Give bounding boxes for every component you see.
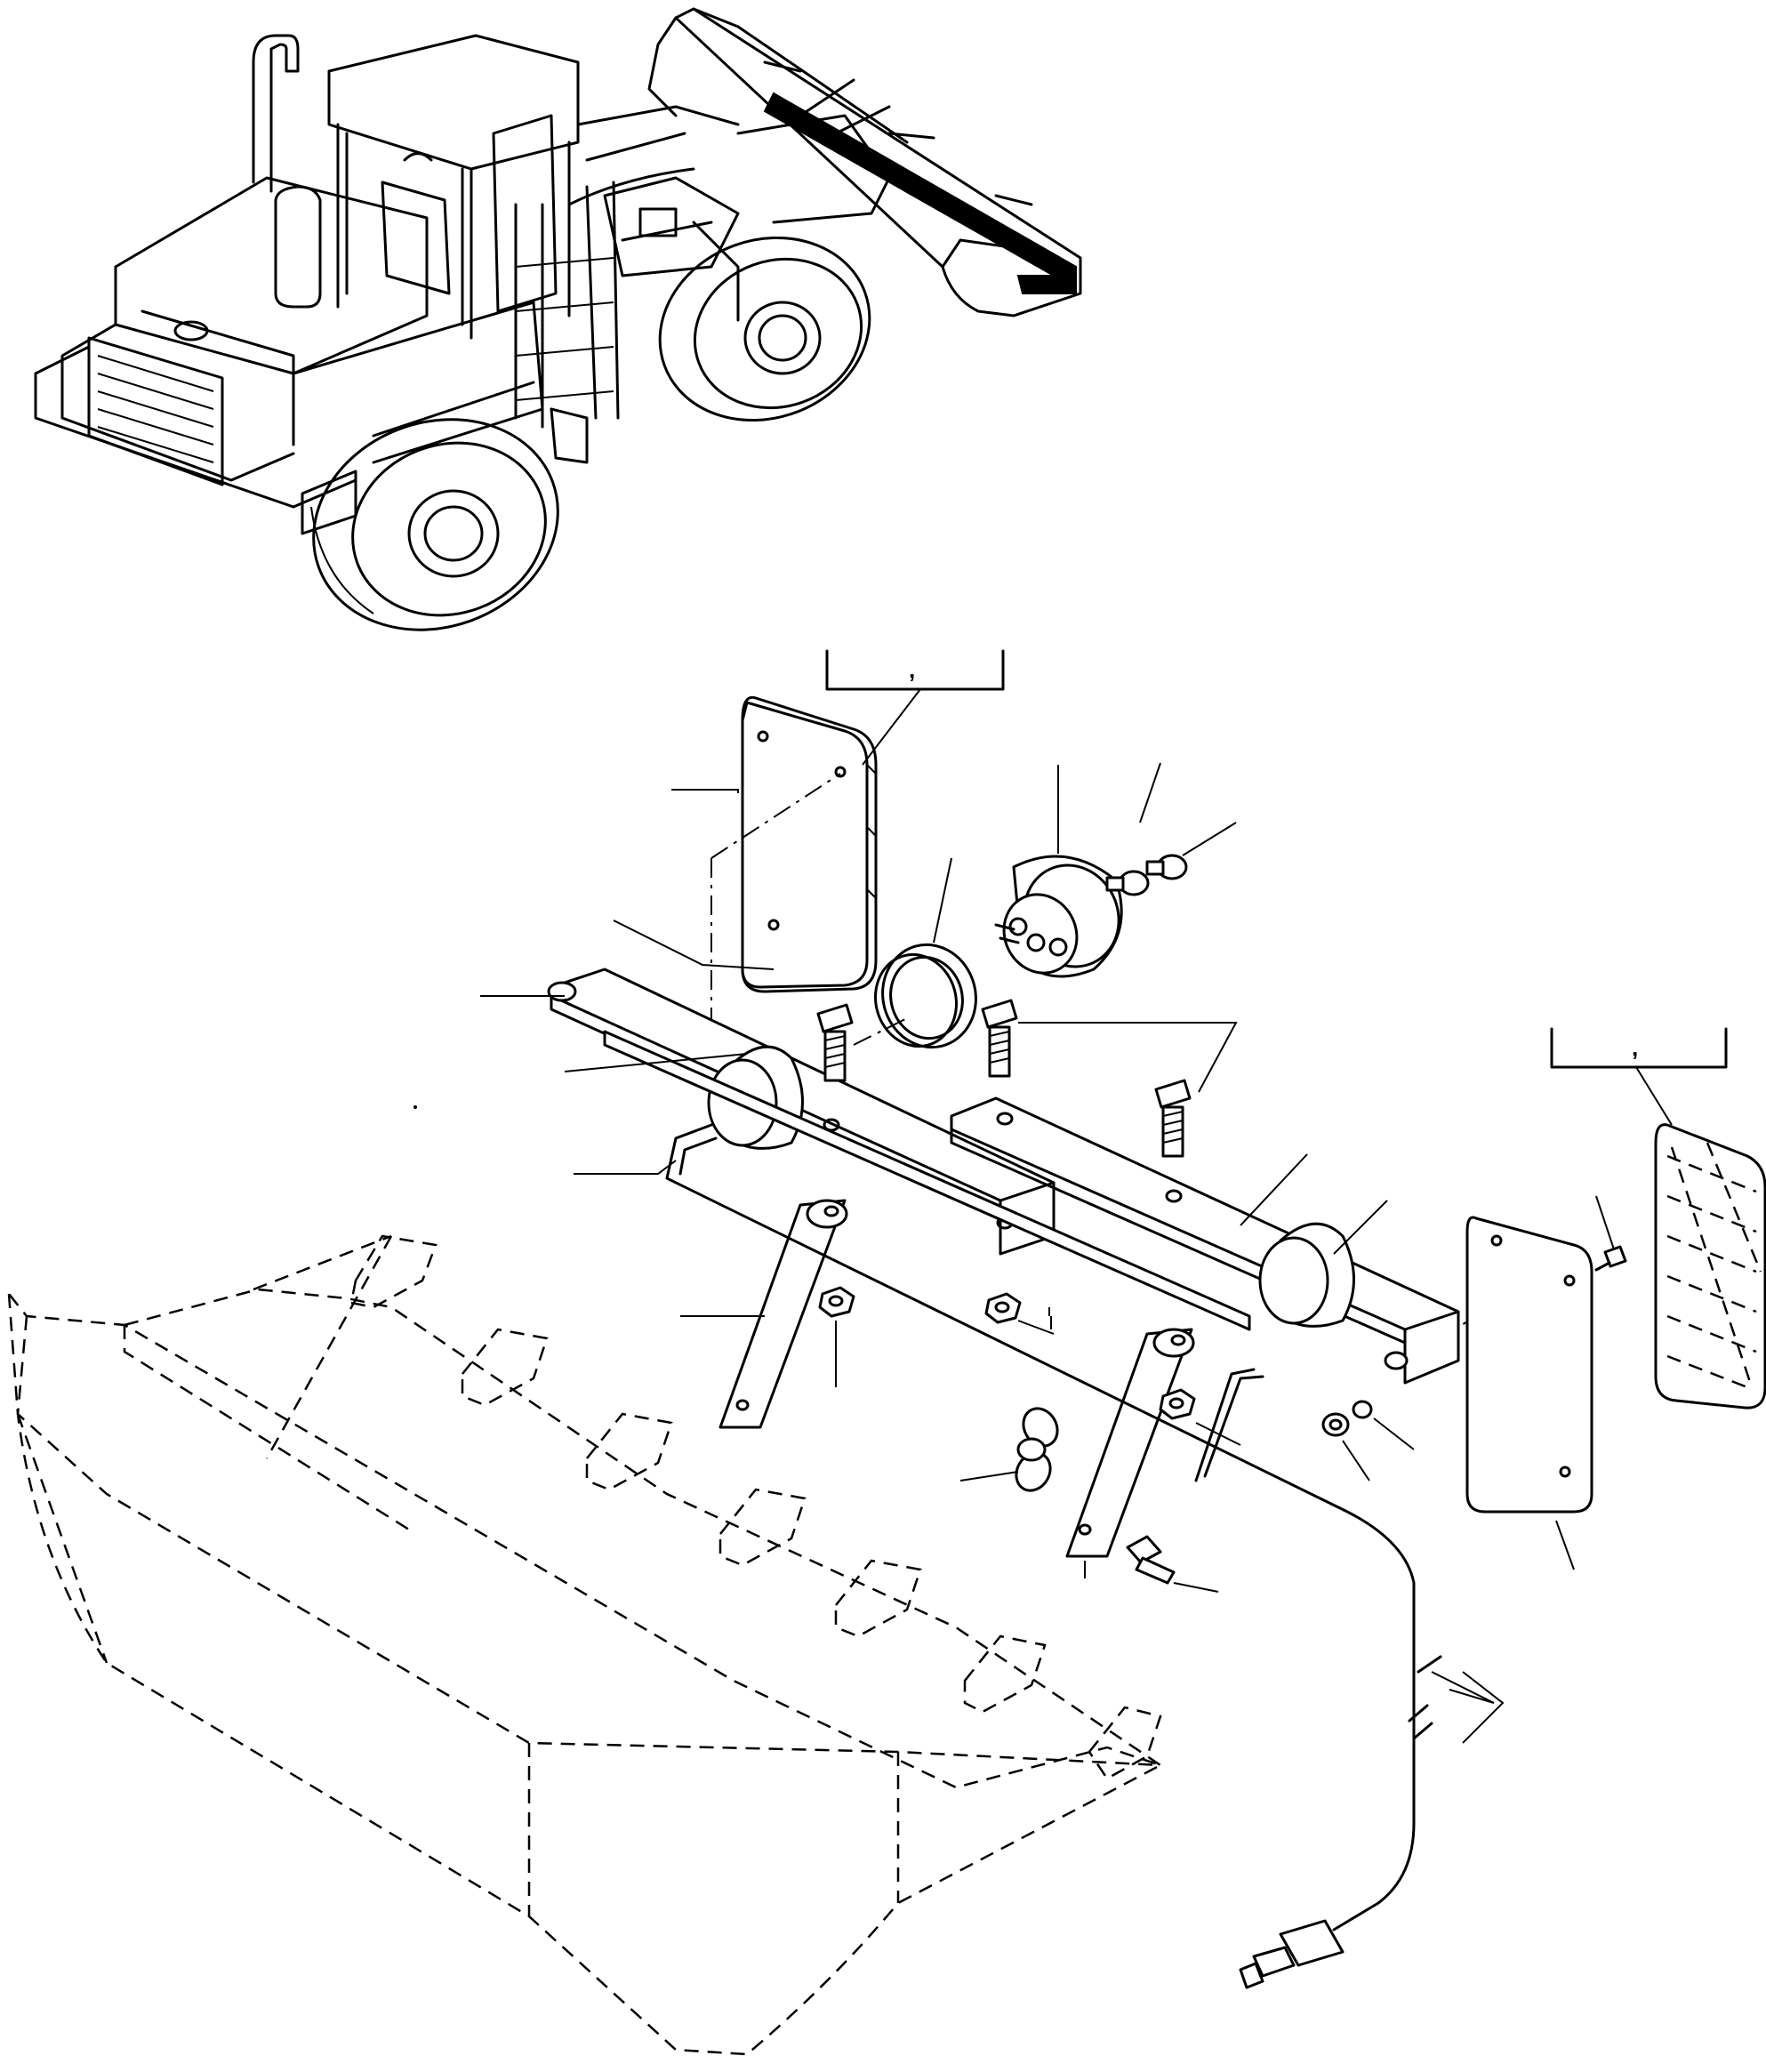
reference-box-right: ,: [1550, 1027, 1728, 1069]
bulb-lower: [1145, 854, 1188, 880]
leader-lines: [480, 688, 1673, 1744]
reference-box-right-text: ,: [1632, 1034, 1638, 1061]
bolt-3: [1154, 1079, 1192, 1158]
cross-support-bar: [603, 1030, 1251, 1331]
assembly-axis-left: [710, 773, 841, 1045]
radiator-grille: [87, 320, 224, 486]
reflector: [1654, 1123, 1766, 1409]
front-wheel: [310, 418, 559, 631]
screw-small: [1594, 1245, 1627, 1272]
nut-4: [1321, 1412, 1350, 1437]
tail-lamp-right: [1258, 1222, 1355, 1328]
harness-connector: [1239, 1919, 1345, 1989]
nut-3: [1159, 1388, 1196, 1420]
rear-wheel: [658, 236, 871, 422]
stray-dot: [413, 1105, 417, 1109]
cab: [327, 34, 580, 340]
nut-2: [984, 1292, 1022, 1324]
bulb-upper: [1105, 870, 1150, 896]
access-ladder: [514, 181, 620, 464]
bucket: [647, 7, 1082, 317]
bolt-4: [1126, 1535, 1176, 1585]
lamp-socket: [994, 855, 1123, 978]
bracket-left: [718, 1199, 848, 1429]
wiring-harness: [665, 1123, 1442, 1989]
reference-box-left: ,: [825, 649, 1005, 691]
lamp-lens-ring: [873, 943, 977, 1049]
nut-1: [818, 1286, 855, 1318]
wing-nut: [1015, 1407, 1059, 1492]
reference-box-left-text: ,: [909, 656, 915, 683]
bolt-2: [981, 999, 1018, 1078]
loader-arm: [567, 78, 891, 322]
right-lamp-plate: [1465, 1216, 1593, 1514]
left-lamp-plate: [741, 695, 878, 993]
bracket-right: [1065, 1328, 1195, 1558]
mounting-bar-right: [950, 1096, 1460, 1385]
loader-bucket-dashed: [7, 1234, 1164, 2056]
wheel-loader-overview: [34, 7, 1082, 631]
assembly-axis-lens: [853, 1017, 908, 1046]
washer: [1352, 1400, 1373, 1419]
bolt-1: [816, 1003, 854, 1082]
